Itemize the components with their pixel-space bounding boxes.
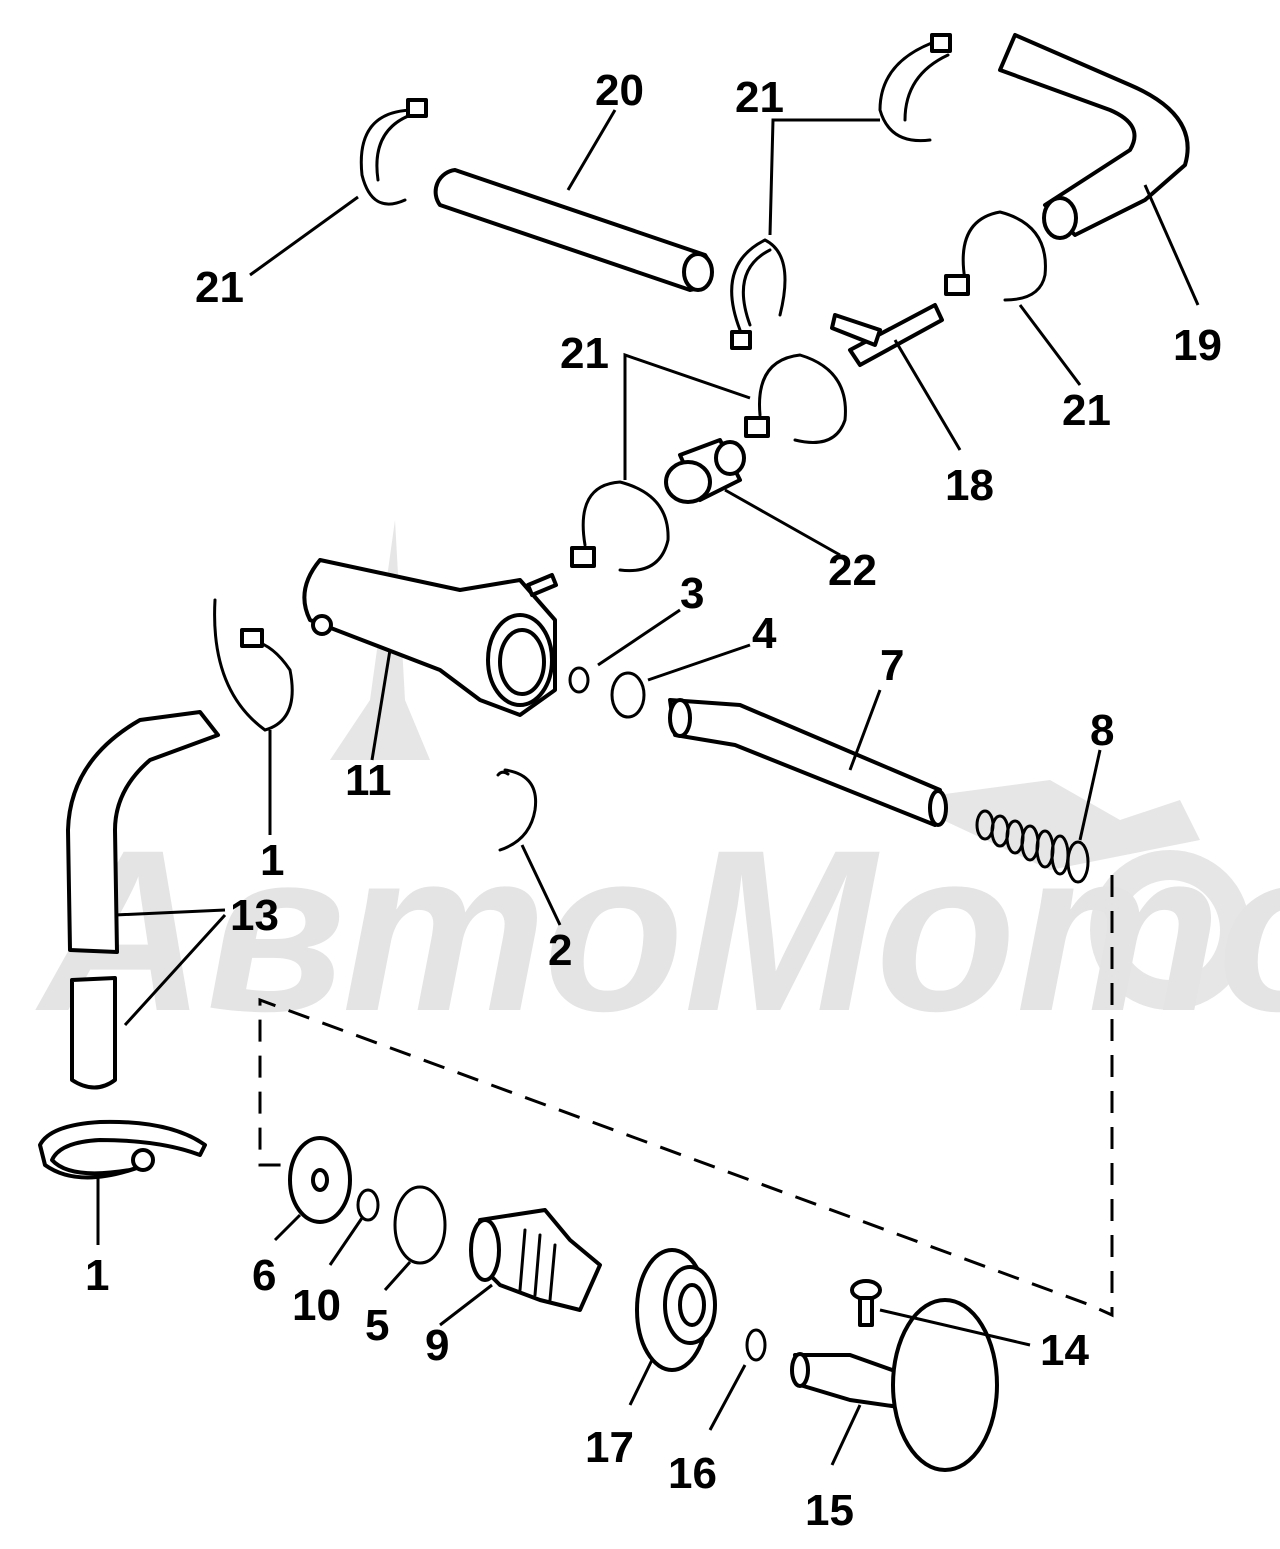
part-21-clamp-a	[359, 98, 428, 206]
watermark-text: АвтоМото	[35, 802, 1280, 1059]
callout-1-b: 1	[85, 1251, 109, 1300]
part-13-hose	[66, 710, 220, 1090]
callout-21-b: 21	[735, 73, 784, 122]
part-5-ring	[393, 1185, 447, 1265]
callout-13: 13	[230, 891, 279, 940]
part-20-hose	[433, 168, 714, 292]
callout-8: 8	[1090, 706, 1114, 755]
callout-22: 22	[828, 546, 877, 595]
callout-labels: 21 20 21 19 21 18 21 22 3 4 7 8 11 1 2 1…	[85, 66, 1222, 1535]
part-17-nut	[635, 1248, 717, 1372]
part-6-washer	[288, 1136, 352, 1224]
part-19-bent-hose	[998, 33, 1190, 240]
callout-7: 7	[880, 641, 904, 690]
callout-9: 9	[425, 1321, 449, 1370]
part-11-housing	[302, 558, 558, 717]
callout-18: 18	[945, 461, 994, 510]
part-21-clamp-b	[878, 33, 952, 143]
leader-lines	[96, 109, 1200, 1466]
callout-16: 16	[668, 1449, 717, 1498]
assembly-guide-lines	[258, 875, 1114, 1318]
callout-1-a: 1	[260, 836, 284, 885]
part-14-screw	[850, 1279, 882, 1327]
part-10-o-ring	[356, 1188, 380, 1222]
part-7-shaft	[668, 698, 948, 827]
part-1-clamp-lower	[38, 1119, 207, 1180]
part-15-plunger	[790, 1298, 999, 1472]
part-21-clamp-e	[744, 353, 847, 444]
callout-4: 4	[752, 609, 777, 658]
callout-17: 17	[585, 1423, 634, 1472]
part-4-ring	[610, 671, 646, 719]
callout-19: 19	[1173, 321, 1222, 370]
part-21-clamp-f	[570, 480, 670, 573]
watermark: АвтоМото	[35, 520, 1280, 1059]
callout-21-d: 21	[560, 329, 609, 378]
callout-15: 15	[805, 1486, 854, 1535]
callout-10: 10	[292, 1281, 341, 1330]
part-16-o-ring	[745, 1328, 767, 1362]
part-21-clamp-c	[730, 238, 787, 350]
part-21-clamp-d	[944, 210, 1047, 302]
part-18-tee-fitting	[830, 303, 944, 367]
callout-6: 6	[252, 1251, 276, 1300]
part-2-clip	[496, 768, 538, 852]
callout-5: 5	[365, 1301, 389, 1350]
part-8-spring	[975, 809, 1090, 884]
callout-21-a: 21	[195, 263, 244, 312]
part-22-coupler	[664, 438, 746, 504]
part-9-valve-body	[469, 1208, 602, 1312]
callout-2: 2	[548, 926, 572, 975]
callout-14: 14	[1040, 1326, 1089, 1375]
callout-20: 20	[595, 66, 644, 115]
callout-21-c: 21	[1062, 386, 1111, 435]
callout-3: 3	[680, 569, 704, 618]
callout-11: 11	[345, 756, 392, 805]
part-1-clamp-upper	[213, 598, 294, 732]
part-3-o-ring	[568, 666, 590, 694]
